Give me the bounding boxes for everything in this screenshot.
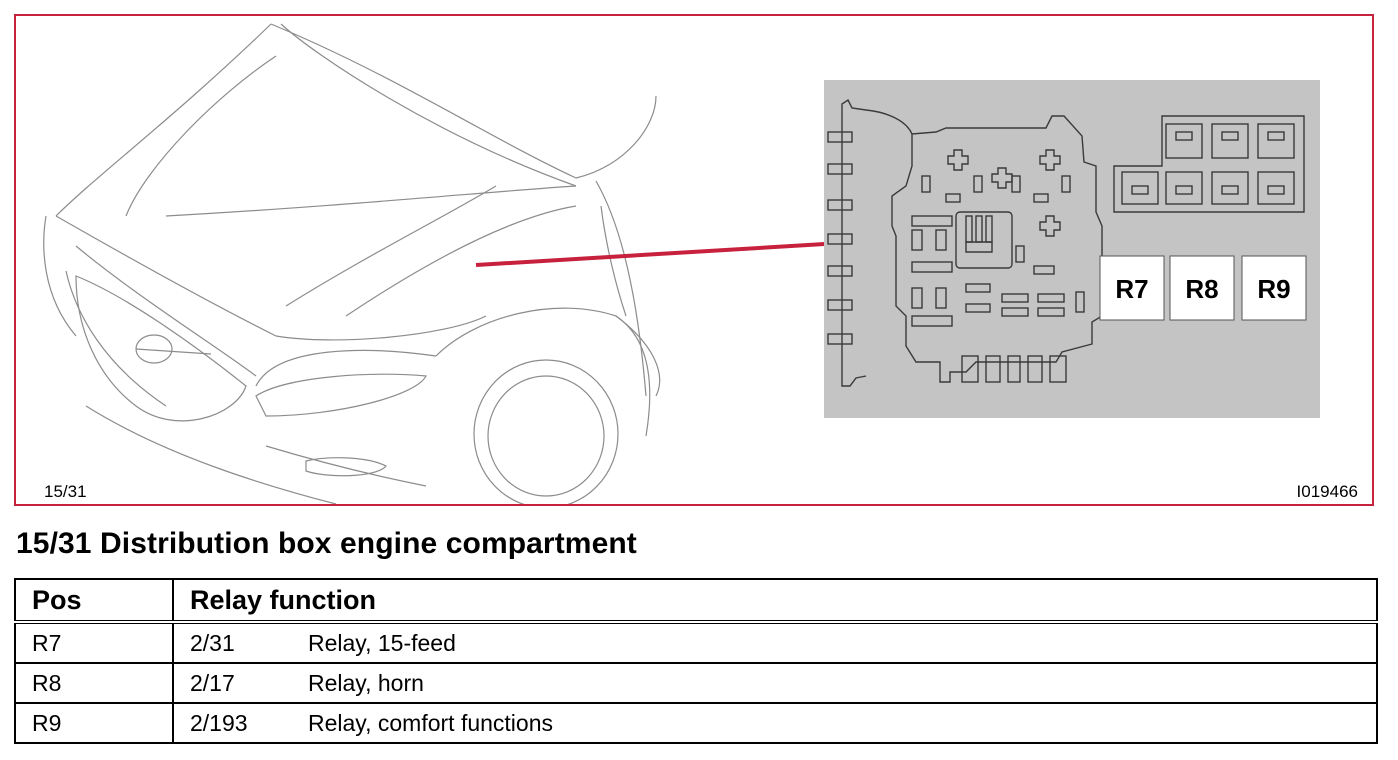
diagram-svg: R7 R8 R9	[43, 23, 1320, 504]
relay-box-r8	[1169, 255, 1235, 321]
table-header-row: Pos Relay function	[14, 578, 1378, 624]
function-text: Relay, horn	[308, 669, 424, 696]
relay-label-r9: R9	[1257, 274, 1290, 304]
relay-box-r7	[1099, 255, 1165, 321]
distribution-box: R7 R8 R9	[824, 80, 1320, 418]
ref-code: 2/193	[190, 709, 248, 736]
table-row: R8 2/17 Relay, horn	[14, 662, 1378, 704]
function-text: Relay, comfort functions	[308, 709, 554, 736]
car-drawing	[43, 23, 661, 504]
ref-code: 2/31	[190, 629, 235, 656]
relay-table: Pos Relay function R7 2/31 Relay, 15-feed…	[14, 578, 1378, 744]
image-code-label: I019466	[1296, 482, 1358, 501]
function-cell: 2/17 Relay, horn	[172, 662, 1378, 704]
relay-label-r7: R7	[1115, 274, 1148, 304]
figure-id-label: 15/31	[44, 482, 87, 501]
column-header-pos: Pos	[14, 578, 174, 624]
pos-cell: R7	[14, 621, 174, 664]
pos-cell: R8	[14, 662, 174, 704]
pos-cell: R9	[14, 702, 174, 744]
ref-code: 2/17	[190, 669, 235, 696]
table-row: R7 2/31 Relay, 15-feed	[14, 621, 1378, 664]
function-cell: 2/193 Relay, comfort functions	[172, 702, 1378, 744]
function-text: Relay, 15-feed	[308, 629, 456, 656]
column-header-function: Relay function	[172, 578, 1378, 624]
function-cell: 2/31 Relay, 15-feed	[172, 621, 1378, 664]
relay-box-r9	[1241, 255, 1307, 321]
relay-label-r8: R8	[1185, 274, 1218, 304]
diagram-figure: R7 R8 R9 15/31 I019466	[14, 14, 1374, 506]
table-row: R9 2/193 Relay, comfort functions	[14, 702, 1378, 744]
pointer-line	[475, 240, 859, 267]
page-title: 15/31 Distribution box engine compartmen…	[16, 527, 637, 560]
